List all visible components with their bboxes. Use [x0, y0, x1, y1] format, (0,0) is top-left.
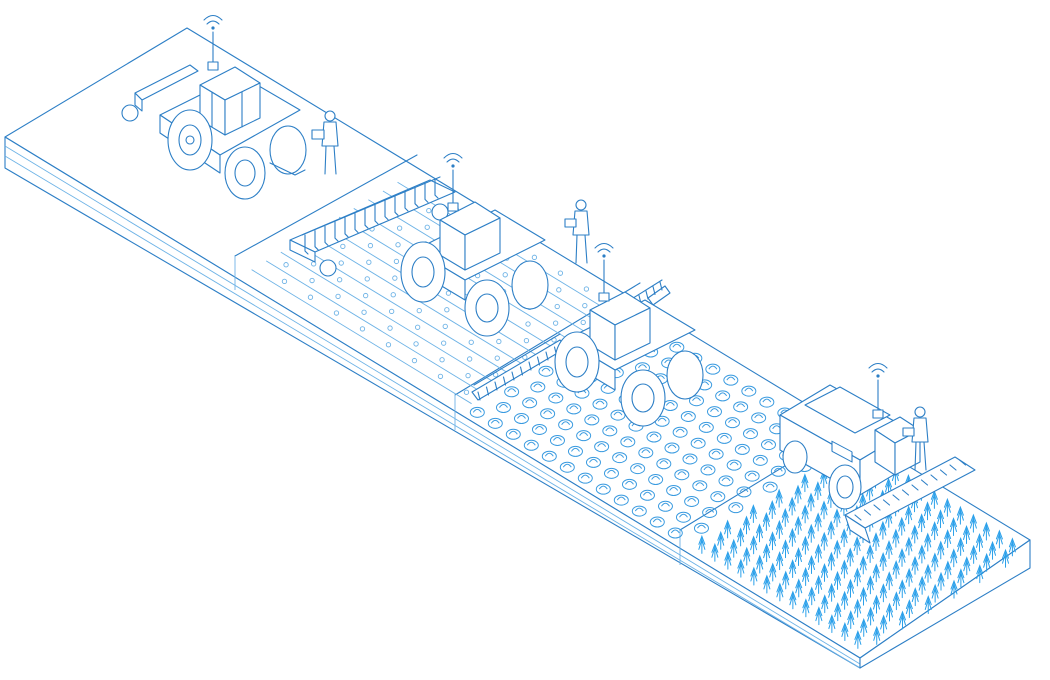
- farmer-tablet-icon: [311, 110, 339, 175]
- wifi-icon: [594, 242, 614, 302]
- wifi-icon: [443, 152, 463, 212]
- wifi-icon: [203, 14, 223, 71]
- tractor-icon: [554, 291, 704, 427]
- wifi-icon: [868, 362, 888, 419]
- farmer-tablet-icon: [902, 406, 929, 471]
- farmer-tablet-icon: [564, 199, 590, 264]
- cultivator-icon: [289, 176, 456, 277]
- wheat-field: [698, 442, 1016, 649]
- combine-harvester-icon: [779, 384, 976, 544]
- tractor-icon: [400, 201, 549, 337]
- sprayer-icon: [471, 279, 671, 401]
- tractor-icon: [121, 64, 307, 200]
